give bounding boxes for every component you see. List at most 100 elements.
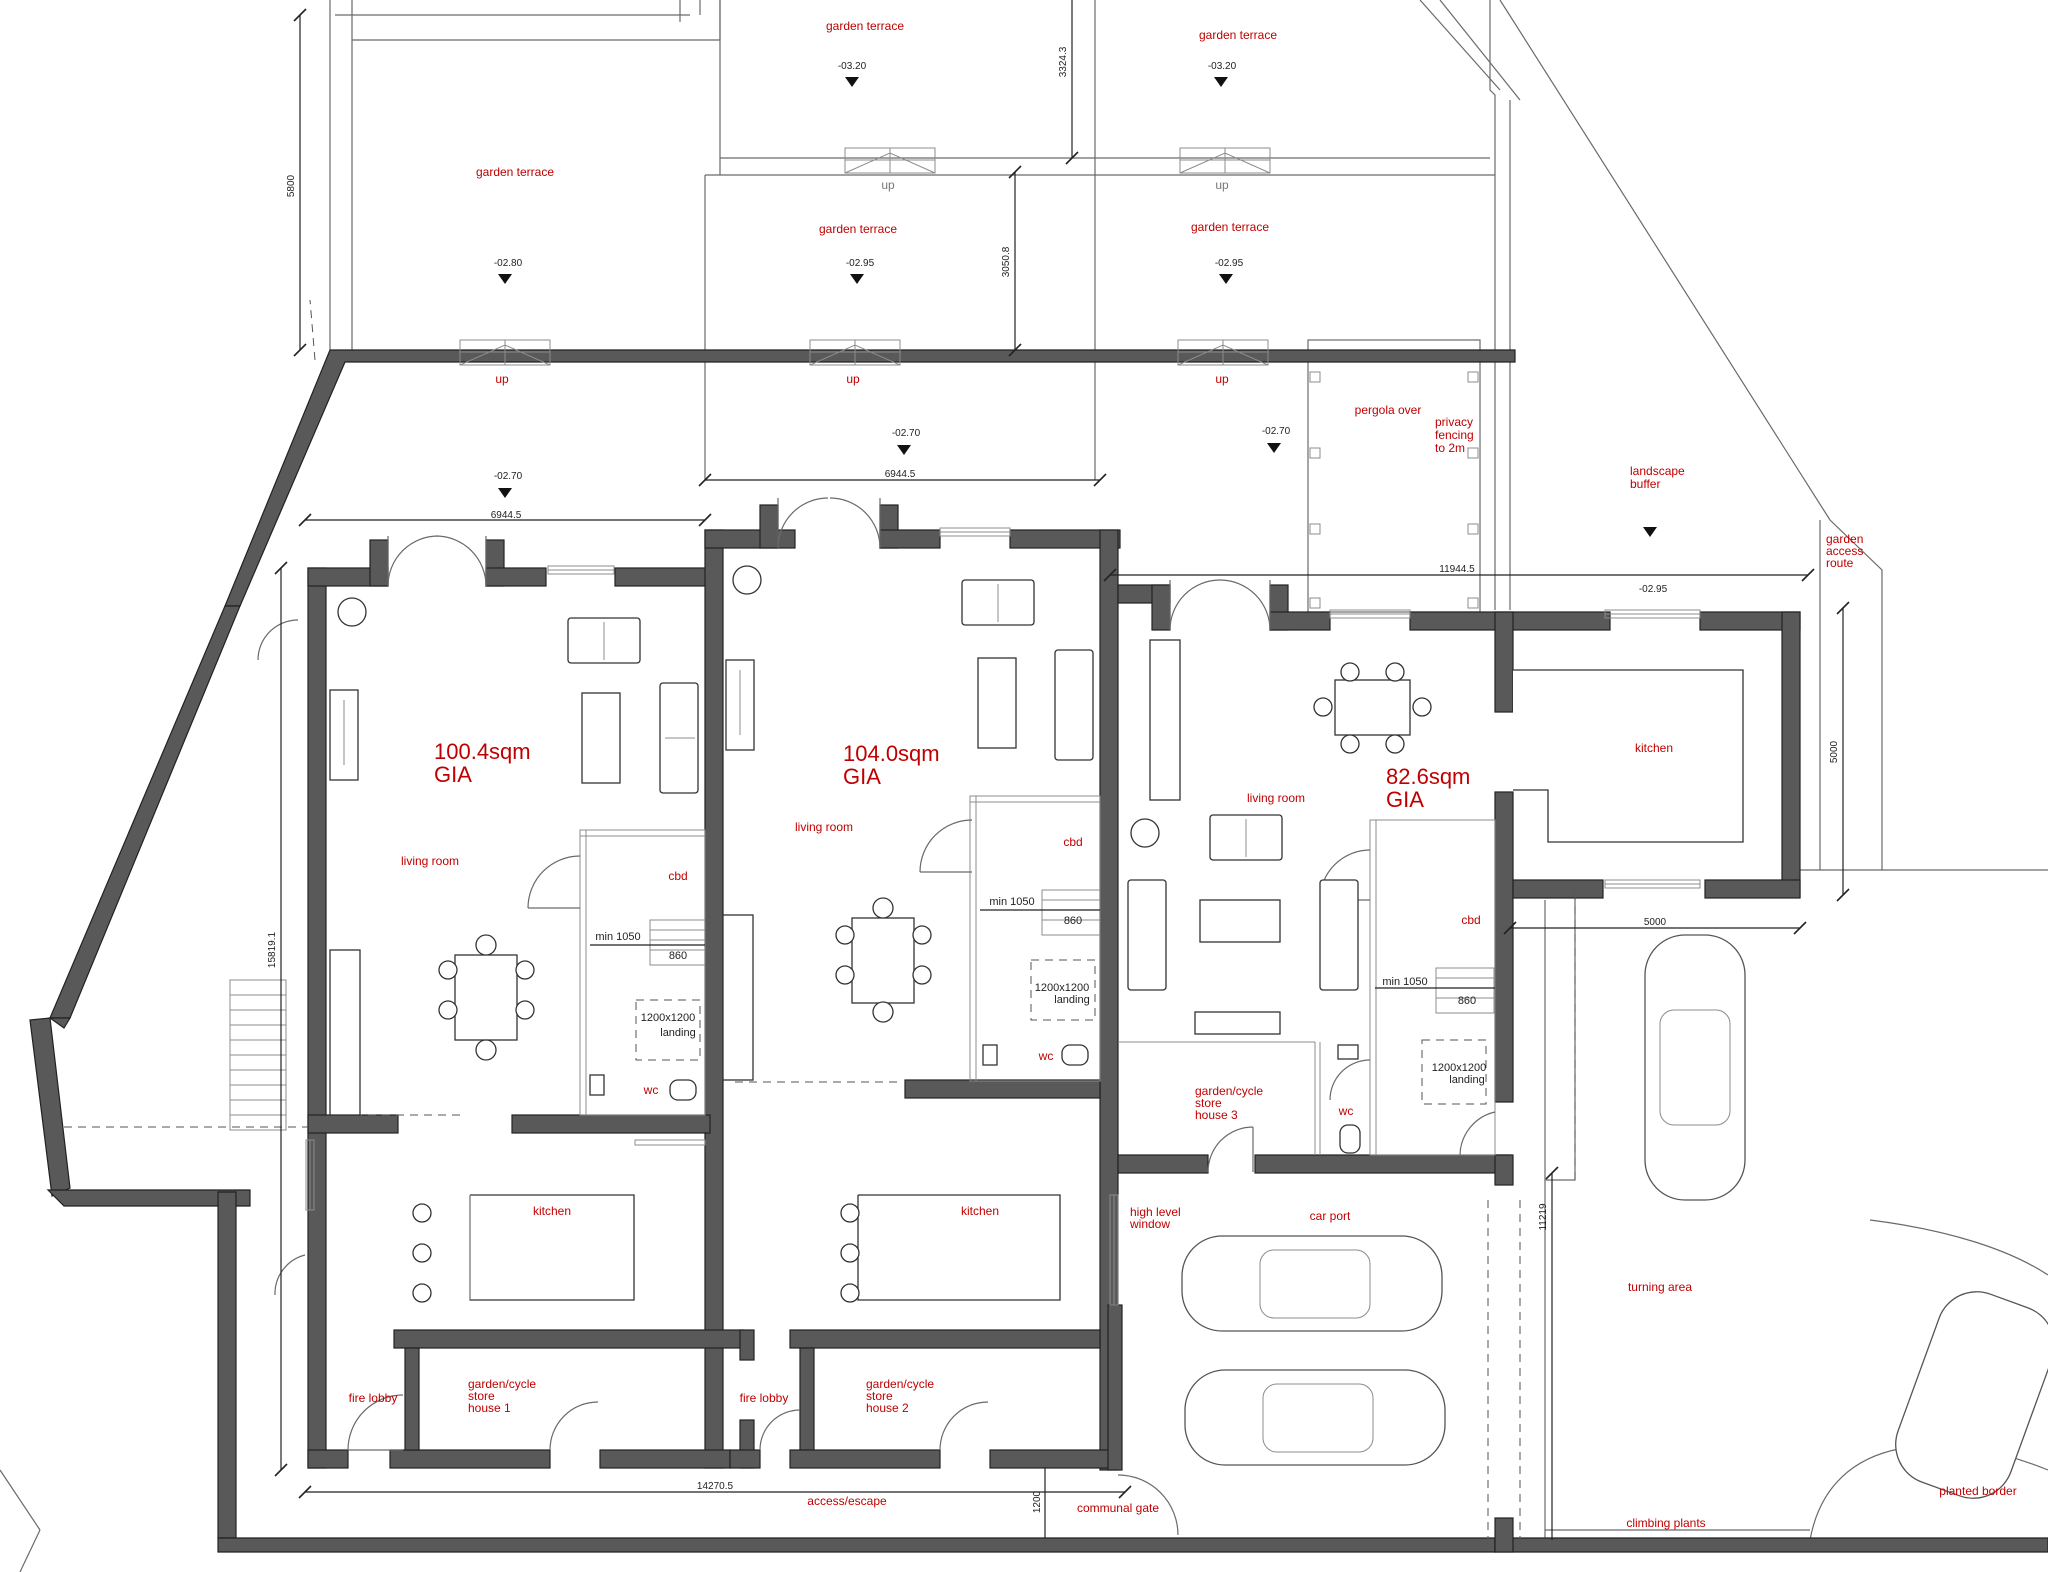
- living-room-label: living room: [401, 854, 459, 868]
- landing-label: 1200x1200: [1035, 982, 1089, 994]
- house1-area: 100.4sqm: [434, 739, 531, 764]
- wc-label: wc: [1338, 1104, 1354, 1118]
- pergola: [1307, 339, 1481, 613]
- level-label: -02.95: [846, 258, 875, 269]
- access-escape-label: access/escape: [807, 1494, 887, 1508]
- landing-label: landing: [660, 1027, 695, 1039]
- up-label: up: [846, 372, 860, 386]
- garden-access-route-label: access: [1826, 544, 1863, 558]
- stair-width-label: 860: [1064, 915, 1082, 927]
- store-house1-label: store: [468, 1389, 495, 1403]
- dimension-text: 5800 3324.3 3050.8 6944.5 6944.5 11944.5…: [267, 46, 1840, 1513]
- up-label: up: [495, 372, 509, 386]
- store-house3-label: garden/cycle: [1195, 1084, 1263, 1098]
- house3-area: GIA: [1386, 787, 1424, 812]
- garden-access-route-label: route: [1826, 556, 1854, 570]
- dim-1200: 1200: [1032, 1490, 1043, 1513]
- cbd-label: cbd: [1461, 913, 1480, 927]
- store-house2-label: garden/cycle: [866, 1377, 934, 1391]
- dimension-lines: [274, 0, 1850, 1540]
- garden-terrace-label: garden terrace: [819, 222, 897, 236]
- fire-lobby-label: fire lobby: [349, 1391, 398, 1405]
- wc-label: wc: [1038, 1049, 1054, 1063]
- privacy-fencing-label: privacy: [1435, 415, 1473, 429]
- climbing-plants-label: climbing plants: [1626, 1516, 1705, 1530]
- level-triangles: [498, 77, 1657, 537]
- pergola-label: pergola over: [1355, 403, 1422, 417]
- house2-area: GIA: [843, 764, 881, 789]
- fire-lobby-label: fire lobby: [740, 1391, 789, 1405]
- dim-15819: 15819.1: [267, 931, 278, 968]
- living-room-label: living room: [795, 820, 853, 834]
- dim-3050: 3050.8: [1001, 246, 1012, 277]
- cbd-label: cbd: [668, 869, 687, 883]
- car-port-label: car port: [1310, 1209, 1351, 1223]
- dim-5000-vertical: 5000: [1829, 740, 1840, 763]
- doors: [257, 497, 1496, 1536]
- min-width-label: min 1050: [595, 931, 640, 943]
- store-house1-label: house 1: [468, 1401, 511, 1415]
- dim-5000-horizontal: 5000: [1644, 917, 1667, 928]
- house1-area: GIA: [434, 762, 472, 787]
- garden-terrace-label: garden terrace: [476, 165, 554, 179]
- level-label: -02.95: [1215, 258, 1244, 269]
- dim-3324: 3324.3: [1058, 46, 1069, 77]
- high-level-window-label: high level: [1130, 1205, 1181, 1219]
- turning-area-label: turning area: [1628, 1280, 1692, 1294]
- step-markers: [229, 147, 1271, 1131]
- landing-label: landing: [1449, 1074, 1484, 1086]
- garden-terrace-label: garden terrace: [1199, 28, 1277, 42]
- privacy-fencing-label: fencing: [1435, 428, 1474, 442]
- up-label: up: [1215, 372, 1229, 386]
- level-label: -02.80: [494, 258, 523, 269]
- dim-11944: 11944.5: [1439, 564, 1475, 575]
- communal-gate-label: communal gate: [1077, 1501, 1159, 1515]
- kitchen-label: kitchen: [1635, 741, 1673, 755]
- house2-area: 104.0sqm: [843, 741, 940, 766]
- living-room-label: living room: [1247, 791, 1305, 805]
- privacy-fencing-label: to 2m: [1435, 441, 1465, 455]
- dim-11219: 11219: [1538, 1203, 1549, 1231]
- house-walls: [307, 504, 1801, 1553]
- cbd-label: cbd: [1063, 835, 1082, 849]
- level-label: -02.70: [494, 471, 523, 482]
- landing-label: 1200x1200: [1432, 1062, 1486, 1074]
- level-label: -02.95: [1639, 584, 1668, 595]
- garden-access-route-label: garden: [1826, 532, 1863, 546]
- kitchen-label: kitchen: [961, 1204, 999, 1218]
- up-label: up: [881, 178, 895, 192]
- store-house1-label: garden/cycle: [468, 1377, 536, 1391]
- kitchen-label: kitchen: [533, 1204, 571, 1218]
- labels: garden terrace garden terrace garden ter…: [349, 19, 2017, 1530]
- store-house2-label: store: [866, 1389, 893, 1403]
- planted-border-label: planted border: [1939, 1484, 2016, 1498]
- wc-label: wc: [643, 1083, 659, 1097]
- landscape-buffer-label: buffer: [1630, 477, 1660, 491]
- level-label: -03.20: [1208, 61, 1237, 72]
- level-label: -02.70: [892, 428, 921, 439]
- windows: [305, 527, 1701, 1306]
- min-width-label: min 1050: [1382, 976, 1427, 988]
- dim-14270: 14270.5: [697, 1481, 734, 1492]
- level-label: -02.70: [1262, 426, 1291, 437]
- min-width-label: min 1050: [989, 896, 1034, 908]
- garden-terrace-label: garden terrace: [1191, 220, 1269, 234]
- landing-label: landing: [1054, 994, 1089, 1006]
- dim-6944: 6944.5: [491, 510, 522, 521]
- landing-label: 1200x1200: [641, 1012, 695, 1024]
- stair-width-label: 860: [1458, 995, 1476, 1007]
- up-label: up: [1215, 178, 1229, 192]
- store-house2-label: house 2: [866, 1401, 909, 1415]
- garden-terrace-label: garden terrace: [826, 19, 904, 33]
- store-house3-label: store: [1195, 1096, 1222, 1110]
- cars: [1181, 934, 2048, 1499]
- furniture: [329, 565, 1744, 1303]
- dim-5800: 5800: [286, 174, 297, 197]
- house3-area: 82.6sqm: [1386, 764, 1470, 789]
- level-label: -03.20: [838, 61, 867, 72]
- site-boundary-wall: [29, 349, 2048, 1553]
- store-house3-label: house 3: [1195, 1108, 1238, 1122]
- dim-6944: 6944.5: [885, 469, 916, 480]
- landscape-buffer-label: landscape: [1630, 464, 1685, 478]
